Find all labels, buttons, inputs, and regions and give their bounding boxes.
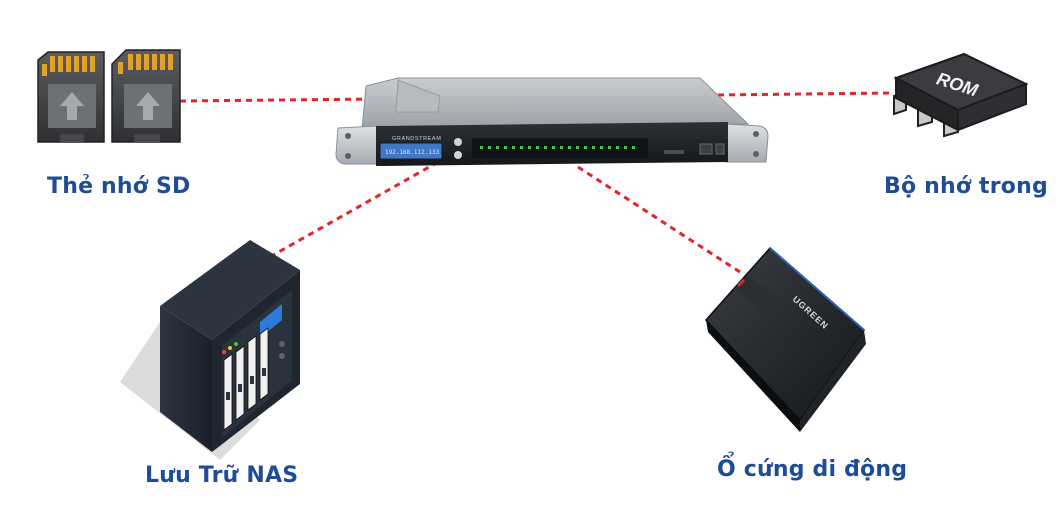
device-sd-slot <box>664 150 684 154</box>
internal-memory-label: Bộ nhớ trong <box>884 174 1048 199</box>
sd-card-left <box>37 51 105 143</box>
connector-sd <box>179 97 379 103</box>
connector-rom <box>717 91 893 97</box>
rom-chip-icon: ROM <box>893 52 1029 138</box>
nas-icon <box>120 240 300 460</box>
sd-card-right <box>111 49 181 143</box>
device-button-down <box>454 151 462 159</box>
device-lcd-screen <box>379 142 443 160</box>
connector-nas <box>267 160 439 260</box>
connector-lines <box>179 91 893 274</box>
device-button-up <box>454 138 462 146</box>
device-brand-text: GRANDSTREAM <box>392 136 441 142</box>
device-status-leds <box>480 146 635 149</box>
nas-label: Lưu Trữ NAS <box>145 463 299 488</box>
connector-hdd <box>577 165 741 274</box>
sd-card-label: Thẻ nhớ SD <box>47 174 191 199</box>
grandstream-device: GRANDSTREAM 192.168.112.133 <box>335 77 769 166</box>
device-usb-port <box>699 143 713 155</box>
portable-hdd-label: Ổ cứng di động <box>717 457 908 482</box>
sd-card-icon <box>37 49 181 143</box>
device-screen-text: 192.168.112.133 <box>385 149 440 156</box>
portable-hdd-icon: UGREEN <box>704 246 866 432</box>
